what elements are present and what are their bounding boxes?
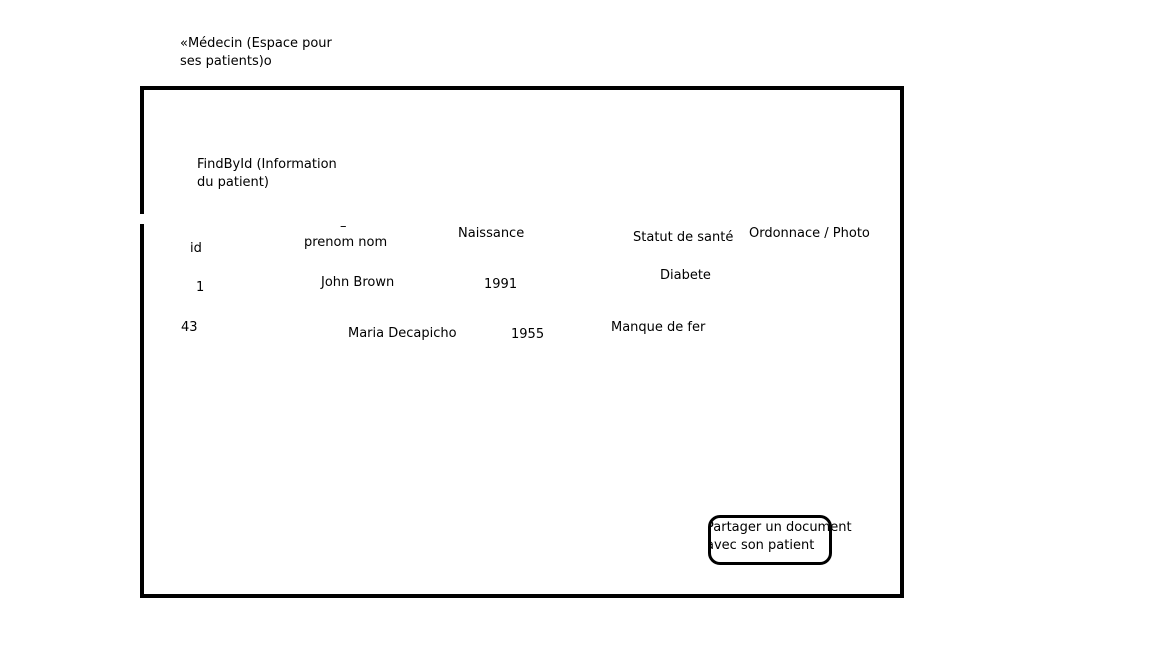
- header-name-mark: –: [340, 219, 347, 234]
- header-health: Statut de santé: [633, 230, 734, 245]
- page-caption: «Médecin (Espace pour ses patients)o: [180, 35, 332, 71]
- header-prescription: Ordonnace / Photo: [749, 226, 870, 241]
- row-birth: 1991: [484, 277, 518, 292]
- row-id: 43: [181, 320, 198, 335]
- share-document-label: Partager un document avec son patient: [706, 519, 852, 555]
- header-id: id: [190, 241, 202, 256]
- patients-panel: [140, 86, 904, 598]
- page-caption-line2: ses patients)o: [180, 54, 272, 69]
- share-label-line2: avec son patient: [706, 538, 815, 553]
- share-label-line1: Partager un document: [706, 520, 852, 535]
- header-birth: Naissance: [458, 226, 525, 241]
- row-health: Diabete: [660, 268, 711, 283]
- row-name: Maria Decapicho: [348, 326, 457, 341]
- panel-title-line1: FindById (Information: [197, 157, 337, 172]
- panel-title: FindById (Information du patient): [197, 156, 337, 192]
- frame-gap: [138, 214, 146, 224]
- row-health: Manque de fer: [611, 320, 706, 335]
- share-document-button[interactable]: [708, 515, 832, 565]
- row-id: 1: [196, 280, 205, 295]
- page-caption-line1: «Médecin (Espace pour: [180, 36, 332, 51]
- panel-title-line2: du patient): [197, 175, 269, 190]
- row-birth: 1955: [511, 327, 545, 342]
- header-name: prenom nom: [304, 235, 388, 250]
- row-name: John Brown: [321, 275, 395, 290]
